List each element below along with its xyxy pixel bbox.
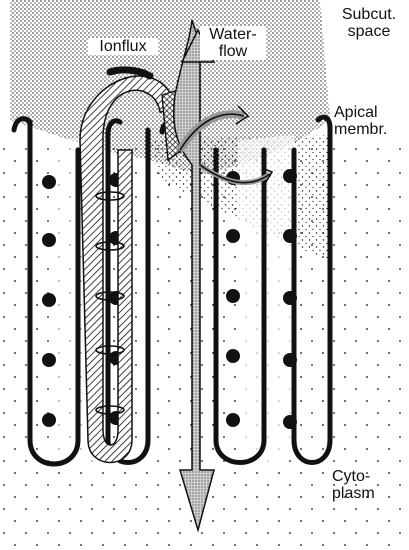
label-ionflux: Ionflux [88,38,158,55]
label-waterflow: Water- flow [200,26,266,60]
label-apical-membr: Apical membr. [334,104,408,138]
label-subcut-space: Subcut. space [332,6,406,40]
label-cytoplasm: Cyto- plasm [332,468,398,502]
